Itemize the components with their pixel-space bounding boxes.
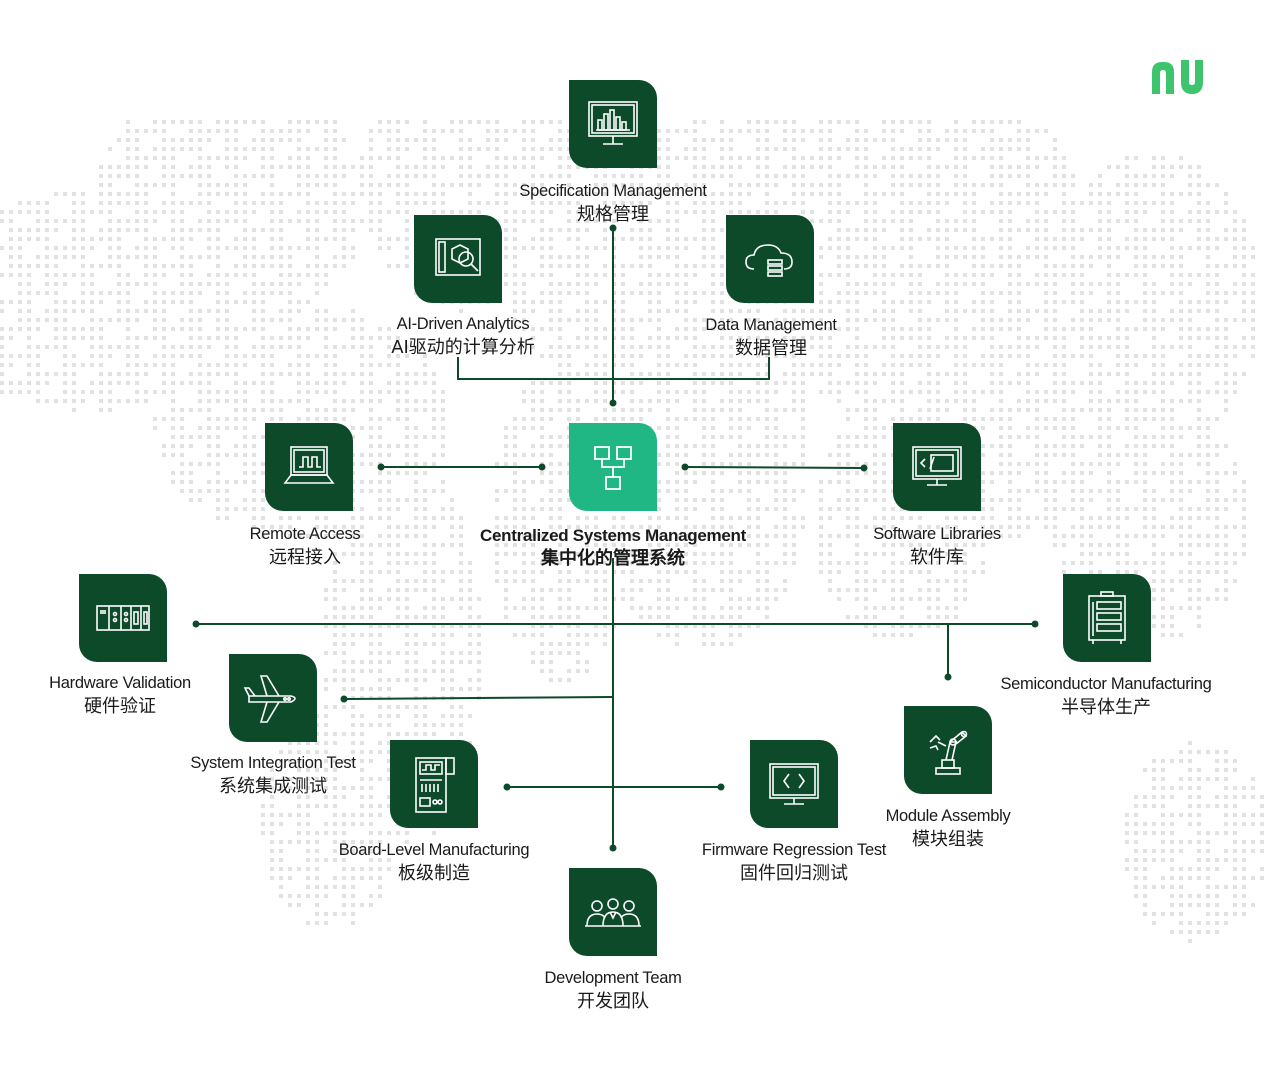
centralized-tile[interactable]	[569, 423, 657, 511]
board-level-label: Board-Level Manufacturing 板级制造	[314, 839, 554, 885]
remote-access-label-zh: 远程接入	[269, 547, 341, 568]
software-libraries-label-en: Software Libraries	[873, 525, 1001, 543]
ai-analytics-label-en: AI-Driven Analytics	[396, 315, 530, 333]
semiconductor-label-zh: 半导体生产	[1061, 697, 1151, 718]
test-station-icon	[415, 757, 455, 813]
system-integration-label-zh: 系统集成测试	[219, 776, 327, 797]
analytics-magnifier-icon	[435, 238, 481, 276]
firmware-regression-label-zh: 固件回归测试	[740, 863, 848, 884]
robot-arm-icon	[929, 730, 968, 775]
data-management-label-zh: 数据管理	[735, 338, 807, 359]
remote-access-tile[interactable]	[265, 423, 353, 511]
module-assembly-label-en: Module Assembly	[885, 807, 1011, 825]
system-integration-tile[interactable]	[229, 654, 317, 742]
centralized-label-en: Centralized Systems Management	[480, 526, 746, 545]
software-libraries-label-zh: 软件库	[910, 547, 964, 568]
board-level-label-en: Board-Level Manufacturing	[338, 841, 530, 859]
semiconductor-tile[interactable]	[1063, 574, 1151, 662]
ai-analytics-label-zh: AI驱动的计算分析	[391, 337, 535, 358]
centralized-label-zh: 集中化的管理系统	[541, 548, 685, 569]
hardware-validation-label-en: Hardware Validation	[49, 674, 191, 692]
network-hierarchy-icon	[594, 446, 632, 490]
board-level-tile[interactable]	[390, 740, 478, 828]
hardware-validation-label-zh: 硬件验证	[84, 696, 156, 717]
laptop-signal-icon	[283, 446, 335, 484]
system-integration-label-en: System Integration Test	[190, 754, 356, 772]
development-team-label-zh: 开发团队	[577, 991, 649, 1012]
monitor-code-icon	[912, 446, 962, 486]
ai-analytics-label: AI-Driven Analytics AI驱动的计算分析	[343, 313, 583, 359]
ni-logo	[1152, 60, 1203, 94]
system-integration-label: System Integration Test 系统集成测试	[153, 752, 393, 798]
module-assembly-label-zh: 模块组装	[912, 829, 984, 850]
rack-modules-icon	[96, 605, 150, 631]
specification-label-zh: 规格管理	[577, 204, 649, 225]
firmware-regression-label: Firmware Regression Test 固件回归测试	[674, 839, 914, 885]
semiconductor-label: Semiconductor Manufacturing 半导体生产	[986, 673, 1226, 719]
hardware-validation-label: Hardware Validation 硬件验证	[0, 672, 240, 718]
hardware-validation-tile[interactable]	[79, 574, 167, 662]
firmware-regression-tile[interactable]	[750, 740, 838, 828]
semiconductor-label-en: Semiconductor Manufacturing	[1000, 675, 1212, 693]
module-assembly-tile[interactable]	[904, 706, 992, 794]
centralized-label: Centralized Systems Management 集中化的管理系统	[463, 524, 763, 570]
specification-label-en: Specification Management	[519, 182, 707, 200]
team-people-icon	[585, 898, 641, 927]
development-team-tile[interactable]	[569, 868, 657, 956]
firmware-regression-label-en: Firmware Regression Test	[701, 841, 887, 859]
data-management-tile[interactable]	[726, 215, 814, 303]
monitor-code-brackets-icon	[769, 763, 819, 805]
module-assembly-label: Module Assembly 模块组装	[828, 805, 1068, 851]
software-libraries-tile[interactable]	[893, 423, 981, 511]
board-level-label-zh: 板级制造	[398, 863, 470, 884]
data-management-label: Data Management 数据管理	[651, 314, 891, 360]
development-team-label-en: Development Team	[544, 969, 682, 987]
remote-access-label-en: Remote Access	[249, 525, 361, 543]
remote-access-label: Remote Access 远程接入	[185, 523, 425, 569]
ai-analytics-tile[interactable]	[414, 215, 502, 303]
cloud-database-icon	[745, 244, 793, 277]
software-libraries-label: Software Libraries 软件库	[817, 523, 1057, 569]
data-management-label-en: Data Management	[705, 316, 837, 334]
specification-label: Specification Management 规格管理	[493, 180, 733, 226]
specification-tile[interactable]	[569, 80, 657, 168]
monitor-chart-icon	[588, 101, 638, 145]
airplane-icon	[243, 675, 296, 723]
development-team-label: Development Team 开发团队	[493, 967, 733, 1013]
cabinet-icon	[1088, 591, 1126, 644]
